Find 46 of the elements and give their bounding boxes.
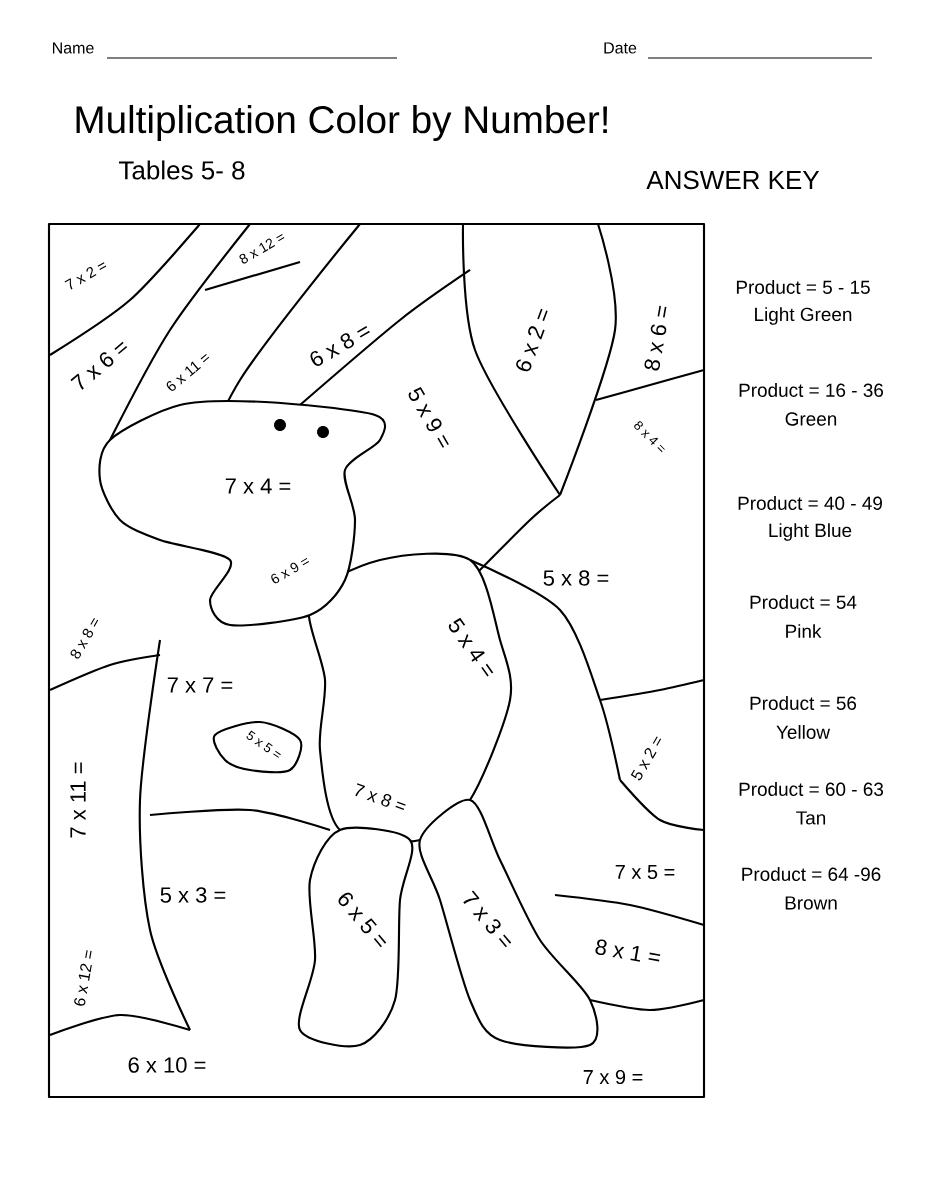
equation-label: 8 x 8 = (70, 617, 99, 659)
legend-text: Product = 54 (750, 595, 857, 609)
legend-text: Light Blue (769, 523, 852, 541)
equation-label: 5 x 5 = (246, 730, 281, 758)
equation-label: 5 x 3 = (160, 887, 226, 903)
equation-label: 7 x 9 = (583, 1069, 643, 1085)
legend-text: Product = 40 - 49 (738, 496, 882, 510)
equation-label: 5 x 4 = (448, 617, 494, 677)
title: Multiplication Color by Number! (76, 104, 607, 141)
equation-label: 7 x 7 = (167, 677, 233, 693)
legend-text: Light Green (755, 307, 852, 325)
equation-label: 6 x 8 = (310, 326, 370, 366)
legend-text: Product = 16 - 36 (739, 383, 884, 397)
equation-label: 7 x 2 = (64, 262, 107, 290)
equation-label: 7 x 11 = (70, 762, 86, 838)
equation-label: 6 x 2 = (516, 308, 548, 372)
legend-text: Product = 5 - 15 (736, 280, 870, 294)
field-label: Date (604, 42, 637, 54)
equation-label: 8 x 6 = (644, 305, 667, 371)
subtitle: Tables 5- 8 (119, 160, 245, 180)
equation-label: 8 x 4 = (634, 421, 665, 453)
legend-text: Brown (785, 896, 837, 910)
equation-label: 6 x 10 = (128, 1057, 206, 1073)
equation-label: 8 x 1 = (595, 939, 661, 962)
equation-label: 5 x 2 = (630, 736, 662, 781)
equation-label: 6 x 11 = (166, 353, 210, 391)
answer-key-heading: ANSWER KEY (646, 170, 820, 190)
equation-label: 7 x 6 = (70, 341, 128, 390)
legend-text: Product = 64 -96 (742, 867, 881, 881)
legend-text: Product = 60 - 63 (739, 782, 884, 796)
legend-text: Green (785, 412, 837, 426)
equation-label: 7 x 5 = (615, 865, 675, 879)
equation-label: 6 x 5 = (338, 892, 387, 948)
equation-label: 6 x 9 = (271, 557, 309, 584)
field-label: Name (53, 42, 94, 54)
equation-label: 6 x 12 = (74, 950, 92, 1006)
equation-label: 7 x 3 = (463, 890, 512, 948)
legend-text: Product = 56 (750, 696, 857, 710)
equation-label: 5 x 8 = (543, 570, 609, 586)
equation-label: 8 x 12 = (239, 234, 285, 264)
equation-label: 5 x 9 = (408, 386, 449, 448)
equation-label: 7 x 4 = (225, 478, 291, 494)
legend-text: Pink (786, 624, 822, 638)
legend-text: Yellow (776, 725, 831, 739)
equation-label: 7 x 8 = (355, 783, 406, 810)
legend-text: Tan (796, 811, 826, 825)
